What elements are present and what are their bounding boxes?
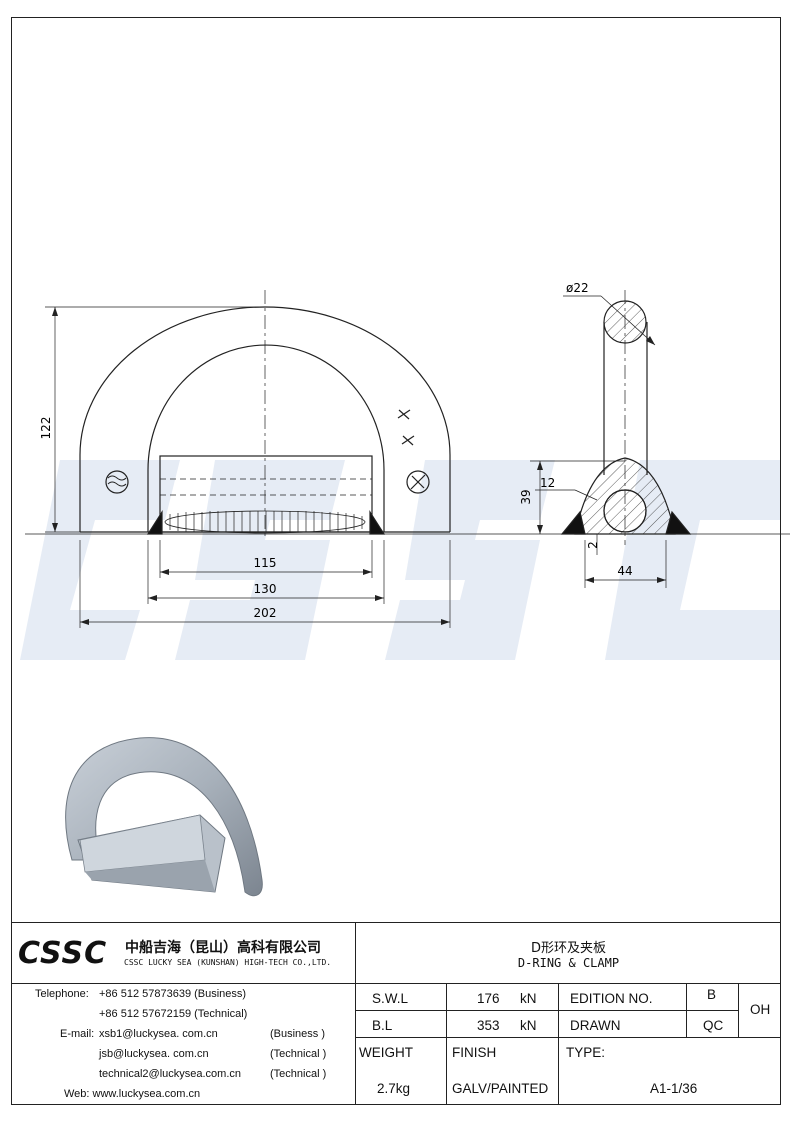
email-business-type: (Business ) [270, 1028, 326, 1040]
spec-col-2 [558, 983, 559, 1105]
weight-value: 2.7kg [377, 1081, 411, 1096]
weld-bead [169, 511, 363, 532]
type-label: TYPE: [566, 1045, 606, 1060]
spec-col-1 [446, 983, 447, 1105]
title-block-divider [355, 922, 356, 1105]
spec-col-4 [738, 983, 739, 1037]
email-label: E-mail: [60, 1028, 95, 1040]
spec-col-3 [686, 983, 687, 1037]
finish-label: FINISH [452, 1045, 497, 1060]
swl-unit: kN [520, 991, 537, 1006]
dim-115: 115 [254, 556, 277, 570]
bl-label: B.L [372, 1018, 393, 1033]
edition-label: EDITION NO. [570, 991, 653, 1006]
email-technical-type: (Technical ) [270, 1048, 327, 1060]
website[interactable]: Web: www.luckysea.com.cn [64, 1088, 201, 1100]
spec-line-2 [355, 1037, 781, 1038]
email-technical2[interactable]: technical2@luckysea.com.cn [99, 1068, 242, 1080]
dim-12: 12 [540, 476, 555, 490]
tel-business: +86 512 57873639 (Business) [99, 988, 247, 1000]
finish-value: GALV/PAINTED [452, 1081, 549, 1096]
bl-value: 353 [477, 1018, 500, 1033]
dim-2: 2 [586, 541, 600, 549]
dim-130: 130 [254, 582, 277, 596]
company-name-cn: 中船吉海（昆山）高科有限公司 [125, 940, 321, 956]
company-name-en: CSSC LUCKY SEA (KUNSHAN) HIGH-TECH CO.,L… [124, 958, 332, 967]
dim-diameter: ø22 [566, 281, 589, 295]
email-technical[interactable]: jsb@luckysea. com.cn [99, 1048, 209, 1060]
weight-label: WEIGHT [359, 1045, 413, 1060]
type-value: A1-1/36 [650, 1081, 698, 1096]
side-arrows [537, 336, 666, 583]
dimension-arrows [52, 307, 450, 625]
email-technical2-type: (Technical ) [270, 1068, 327, 1080]
side-view [560, 290, 692, 545]
front-view [25, 290, 790, 540]
tel-technical: +86 512 57672159 (Technical) [99, 1008, 248, 1020]
drawing-title-en: D-RING & CLAMP [517, 956, 620, 970]
tel-label: Telephone: [35, 988, 89, 1000]
title-block-top-line [11, 922, 781, 923]
d-ring-3d-render [65, 737, 263, 897]
drawn-value: QC [703, 1018, 724, 1033]
dim-202: 202 [254, 606, 277, 620]
dim-122: 122 [39, 417, 53, 440]
oh-value: OH [750, 1002, 771, 1017]
swl-value: 176 [477, 991, 500, 1006]
front-dimensions [45, 306, 451, 628]
bl-unit: kN [520, 1018, 537, 1033]
swl-label: S.W.L [372, 991, 409, 1006]
drawing-title-cn: D形环及夹板 [530, 941, 606, 956]
drawing-frame [11, 17, 781, 1105]
drawn-label: DRAWN [570, 1018, 621, 1033]
dim-39: 39 [519, 489, 533, 504]
title-block-line [11, 983, 781, 984]
dim-44: 44 [617, 564, 632, 578]
email-business[interactable]: xsb1@luckysea. com.cn [99, 1028, 218, 1040]
cssc-logo: CSSC [18, 936, 108, 971]
edition-value: B [707, 987, 717, 1002]
spec-line-1 [355, 1010, 738, 1011]
